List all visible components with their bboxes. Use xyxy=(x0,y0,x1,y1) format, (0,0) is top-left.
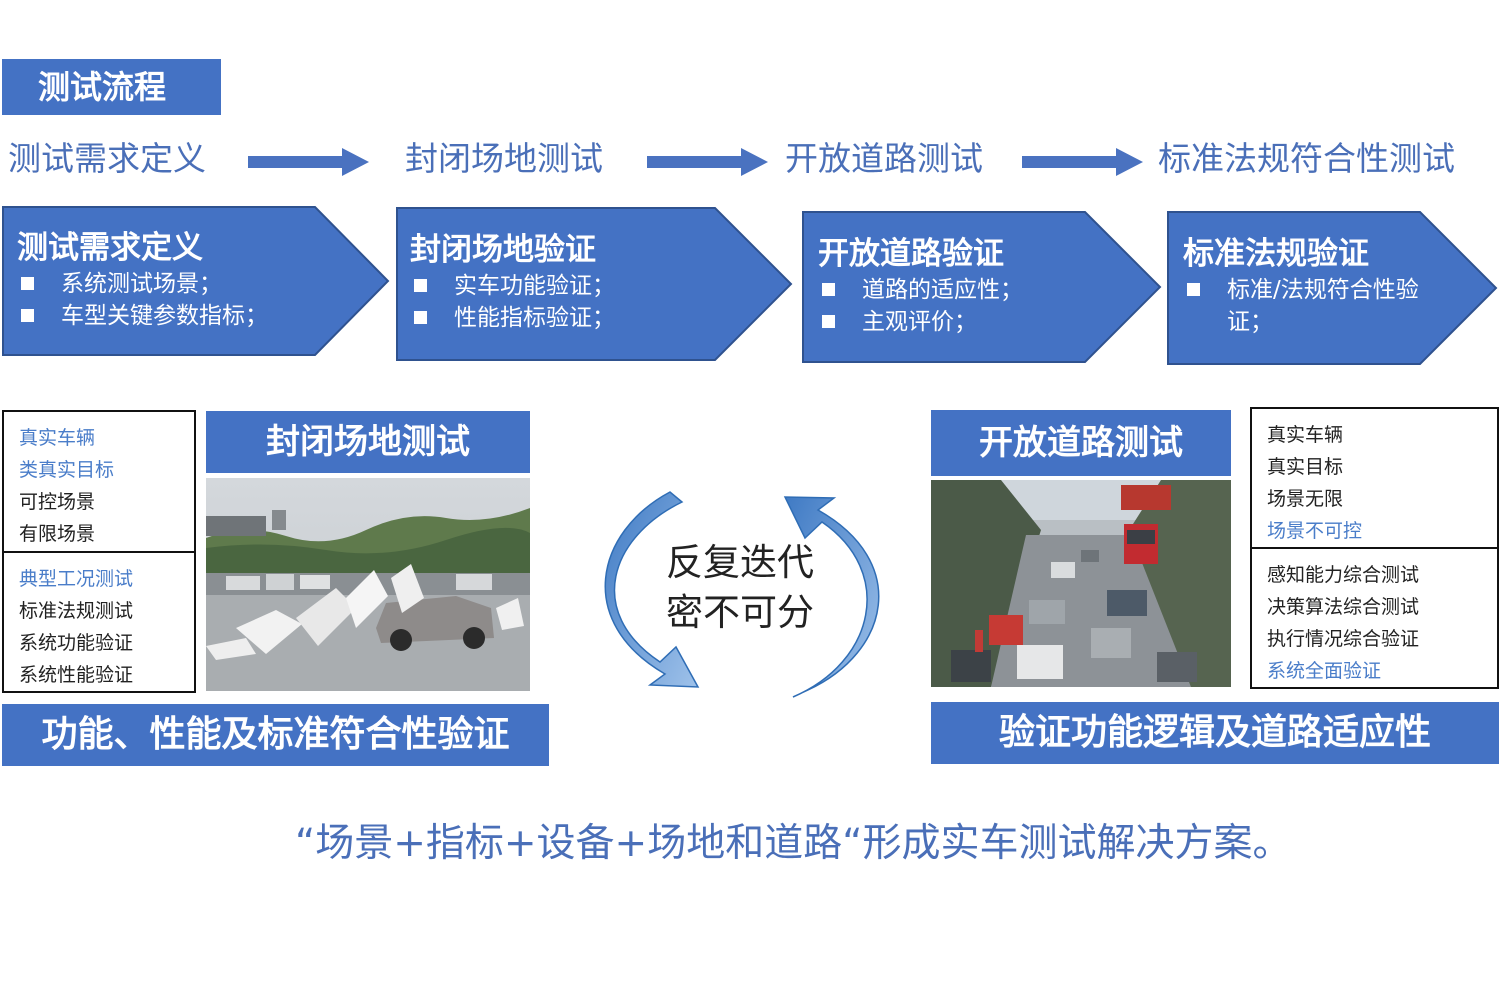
open-road-banner: 开放道路测试 xyxy=(931,410,1231,476)
chevron-shapes xyxy=(2,206,1498,365)
cycle-arrow-left-icon xyxy=(604,491,700,688)
card-open-road: 开放道路验证 道路的适应性； 主观评价； xyxy=(818,234,1023,338)
card-item: 主观评价； xyxy=(818,306,1023,338)
attr-item: 执行情况综合验证 xyxy=(1267,628,1420,650)
summary-text: “场景+指标+设备+场地和道路“形成实车测试解决方案。 xyxy=(295,821,1292,866)
cycle-text: 反复迭代 密不可分 xyxy=(640,538,840,638)
attr-item: 系统性能验证 xyxy=(19,664,134,686)
flow-arrow-icon xyxy=(248,148,369,176)
attr-item: 真实目标 xyxy=(1267,456,1344,478)
card-closed-site: 封闭场地验证 实车功能验证； 性能指标验证； xyxy=(410,230,615,334)
attr-item: 系统功能验证 xyxy=(19,632,134,654)
open-road-caption: 验证功能逻辑及道路适应性 xyxy=(931,702,1499,764)
bullet-square-icon xyxy=(822,315,835,328)
flow-step-requirements: 测试需求定义 xyxy=(8,139,206,178)
card-title: 标准法规验证 xyxy=(1183,236,1369,272)
attr-item: 有限场景 xyxy=(19,523,96,545)
attr-item: 感知能力综合测试 xyxy=(1267,564,1420,586)
card-requirements: 测试需求定义 系统测试场景； 车型关键参数指标； xyxy=(17,228,268,332)
card-title: 封闭场地验证 xyxy=(410,232,596,268)
cycle-line-1: 反复迭代 xyxy=(666,541,814,584)
attr-item: 场景不可控 xyxy=(1267,520,1363,542)
bullet-square-icon xyxy=(21,309,34,322)
card-item: 系统测试场景； xyxy=(17,268,268,300)
card-item: 性能指标验证； xyxy=(410,302,615,334)
attr-item: 真实车辆 xyxy=(1267,424,1344,446)
cycle-line-2: 密不可分 xyxy=(666,591,814,634)
card-item: 实车功能验证； xyxy=(410,270,615,302)
attr-item: 典型工况测试 xyxy=(19,568,134,590)
flow-step-regulation: 标准法规符合性测试 xyxy=(1158,139,1455,178)
chevron-card-4-shape xyxy=(1167,211,1498,365)
bullet-square-icon xyxy=(822,283,835,296)
closed-site-photo xyxy=(206,478,530,691)
card-title: 开放道路验证 xyxy=(818,236,1004,272)
cycle-arrow-right-icon xyxy=(783,496,880,698)
section-title: 测试流程 xyxy=(2,59,221,115)
attr-item: 场景无限 xyxy=(1267,488,1344,510)
chevron-card-1-shape xyxy=(2,206,390,356)
closed-site-caption: 功能、性能及标准符合性验证 xyxy=(2,704,549,766)
flow-step-closed-site: 封闭场地测试 xyxy=(405,139,603,178)
flow-arrow-icon xyxy=(1022,148,1143,176)
attr-item: 标准法规测试 xyxy=(19,600,134,622)
chevron-card-2-shape xyxy=(396,207,793,361)
bullet-square-icon xyxy=(21,277,34,290)
card-item: 道路的适应性； xyxy=(818,274,1023,306)
attr-item: 真实车辆 xyxy=(19,427,96,449)
open-tests-box: 感知能力综合测试 决策算法综合测试 执行情况综合验证 系统全面验证 xyxy=(1250,547,1499,689)
bullet-square-icon xyxy=(1187,283,1200,296)
card-regulation: 标准法规验证 标准/法规符合性验证； xyxy=(1183,234,1437,338)
open-attributes-box: 真实车辆 真实目标 场景无限 场景不可控 xyxy=(1250,407,1499,549)
open-road-photo xyxy=(931,480,1231,687)
card-item: 车型关键参数指标； xyxy=(17,300,268,332)
attr-item: 决策算法综合测试 xyxy=(1267,596,1420,618)
bullet-square-icon xyxy=(414,279,427,292)
card-item: 标准/法规符合性验证； xyxy=(1183,274,1437,338)
flow-arrow-icon xyxy=(647,148,768,176)
closed-attributes-box: 真实车辆 类真实目标 可控场景 有限场景 xyxy=(2,410,196,553)
attr-item: 可控场景 xyxy=(19,491,96,513)
chevron-card-3-shape xyxy=(802,211,1162,363)
cycle-arrows xyxy=(604,491,880,698)
closed-tests-box: 典型工况测试 标准法规测试 系统功能验证 系统性能验证 xyxy=(2,551,196,693)
flow-step-open-road: 开放道路测试 xyxy=(785,139,983,178)
closed-site-banner: 封闭场地测试 xyxy=(206,411,530,473)
attr-item: 系统全面验证 xyxy=(1267,660,1382,682)
bullet-square-icon xyxy=(414,311,427,324)
card-title: 测试需求定义 xyxy=(17,230,203,266)
attr-item: 类真实目标 xyxy=(19,459,115,481)
